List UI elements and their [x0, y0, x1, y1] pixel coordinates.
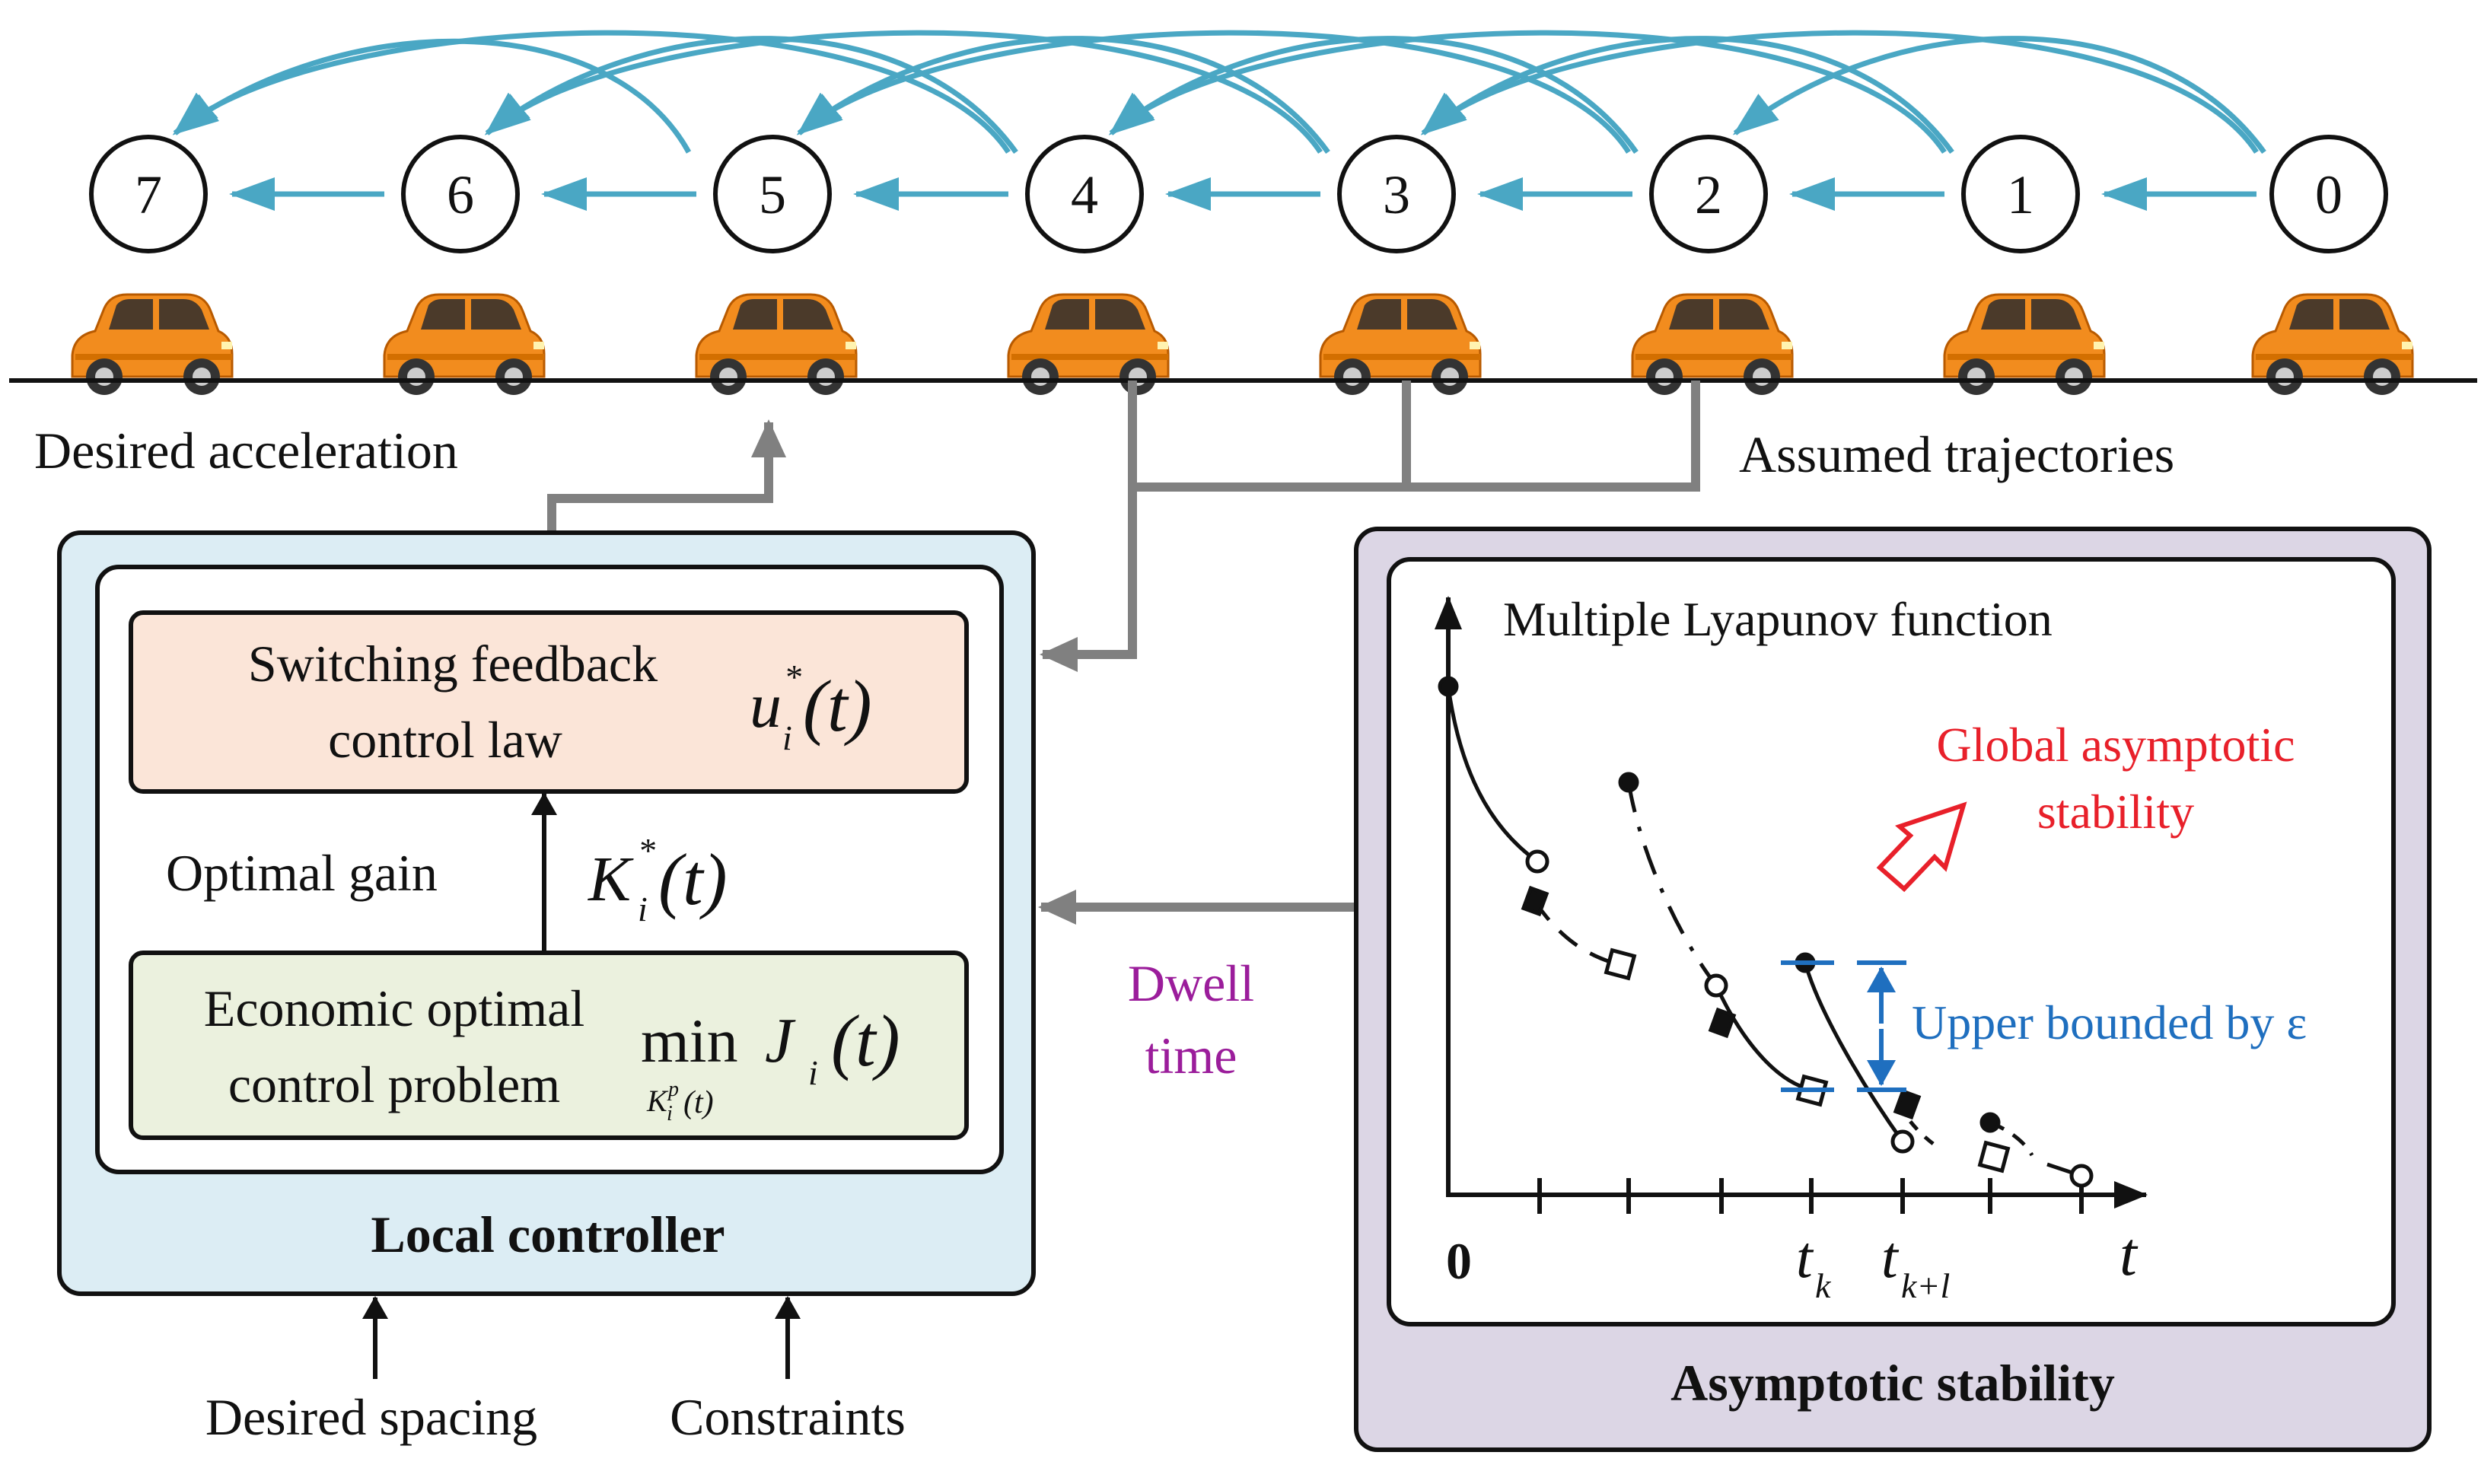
arc-4-to-6 [484, 36, 1018, 154]
node-7: 7 [89, 135, 208, 253]
svg-text:*: * [638, 831, 655, 870]
arc-2-to-5 [796, 30, 1631, 154]
svg-text:k: k [1815, 1266, 1832, 1305]
tk-label: t k [1796, 1224, 1832, 1305]
local-controller-panel: Switching feedback control law u * i (t)… [57, 530, 1036, 1296]
svg-text:i: i [808, 1053, 818, 1092]
svg-text:1: 1 [2007, 164, 2034, 225]
desired-acceleration-label: Desired acceleration [34, 422, 458, 479]
svg-text:*: * [784, 658, 801, 696]
svg-text:0: 0 [2315, 164, 2342, 225]
node-5: 5 [713, 135, 832, 253]
svg-text:K: K [588, 844, 634, 915]
node-0: 0 [2269, 135, 2388, 253]
node-1: 1 [1961, 135, 2080, 253]
svg-text:i: i [638, 890, 648, 928]
lyapunov-plot-title: Multiple Lyapunov function [1503, 592, 2053, 646]
feedback-label-line1: Switching feedback [248, 635, 658, 693]
dwell-time-label-line2: time [1145, 1027, 1237, 1084]
communication-arcs [172, 30, 2266, 154]
upper-bounded-label: Upper bounded by ε [1912, 995, 2307, 1049]
arc-1-to-4 [1108, 30, 1947, 154]
red-hollow-arrow-icon [1876, 801, 1967, 893]
svg-text:t: t [1881, 1224, 1900, 1290]
svg-text:min: min [641, 1006, 738, 1075]
economic-label-line2: control problem [228, 1056, 560, 1113]
switching-feedback-box: Switching feedback control law u * i (t) [129, 610, 969, 794]
t-axis-label: t [2120, 1219, 2139, 1288]
svg-text:4: 4 [1071, 164, 1098, 225]
svg-text:i: i [782, 718, 792, 757]
global-stability-line2: stability [2037, 785, 2194, 839]
arc-5-to-7 [172, 38, 692, 154]
economic-optimal-box: Economic optimal control problem min K p… [129, 951, 969, 1140]
arc-3-to-5 [796, 36, 1330, 154]
svg-text:6: 6 [447, 164, 474, 225]
asymptotic-stability-title: Asymptotic stability [1670, 1354, 2115, 1412]
upper-bound-indicator [1781, 960, 1906, 1092]
arc-4-to-7 [172, 30, 1011, 154]
gain-formula: K * i (t) [588, 831, 728, 928]
constraints-label: Constraints [670, 1388, 906, 1446]
svg-text:5: 5 [759, 164, 786, 225]
svg-text:t: t [1796, 1224, 1814, 1290]
cost-formula: min K p i (t) J i (t) [641, 1000, 900, 1126]
platoon-nodes: 7 6 5 4 3 2 1 0 [89, 135, 2388, 253]
arc-0-to-3 [1420, 30, 2259, 154]
tkl-label: t k+l [1881, 1224, 1950, 1305]
optimal-gain-label: Optimal gain [166, 844, 438, 902]
arc-1-to-3 [1420, 36, 1954, 154]
svg-text:7: 7 [135, 164, 162, 225]
svg-text:k+l: k+l [1901, 1266, 1950, 1305]
global-stability-line1: Global asymptotic [1936, 718, 2295, 772]
svg-text:i: i [667, 1102, 673, 1126]
node-6: 6 [401, 135, 520, 253]
node-3: 3 [1337, 135, 1456, 253]
svg-text:p: p [667, 1078, 679, 1101]
svg-text:3: 3 [1383, 164, 1410, 225]
svg-text:(t): (t) [803, 665, 872, 747]
desired-spacing-label: Desired spacing [205, 1388, 537, 1446]
feedback-label-line2: control law [328, 711, 562, 769]
origin-label: 0 [1446, 1232, 1472, 1290]
svg-text:(t): (t) [658, 839, 728, 920]
svg-text:2: 2 [1695, 164, 1722, 225]
arc-3-to-6 [484, 30, 1323, 154]
dwell-time-label-line1: Dwell [1128, 954, 1254, 1012]
svg-text:(t): (t) [831, 1000, 900, 1081]
assumed-trajectories-flow [1040, 381, 1700, 672]
node-4: 4 [1025, 135, 1144, 253]
node-2: 2 [1649, 135, 1768, 253]
svg-text:K: K [646, 1084, 669, 1118]
svg-text:J: J [765, 1005, 796, 1076]
arc-2-to-4 [1108, 36, 1639, 154]
svg-text:u: u [750, 670, 782, 741]
svg-text:(t): (t) [683, 1085, 714, 1120]
economic-label-line1: Economic optimal [204, 979, 584, 1037]
asymptotic-stability-panel: Asymptotic stability 0 t k t k+l t Multi… [1354, 527, 2432, 1452]
arc-0-to-2 [1732, 36, 2266, 154]
feedback-formula: u * i (t) [750, 658, 872, 757]
assumed-trajectories-label: Assumed trajectories [1739, 425, 2174, 483]
local-controller-title: Local controller [371, 1205, 725, 1263]
